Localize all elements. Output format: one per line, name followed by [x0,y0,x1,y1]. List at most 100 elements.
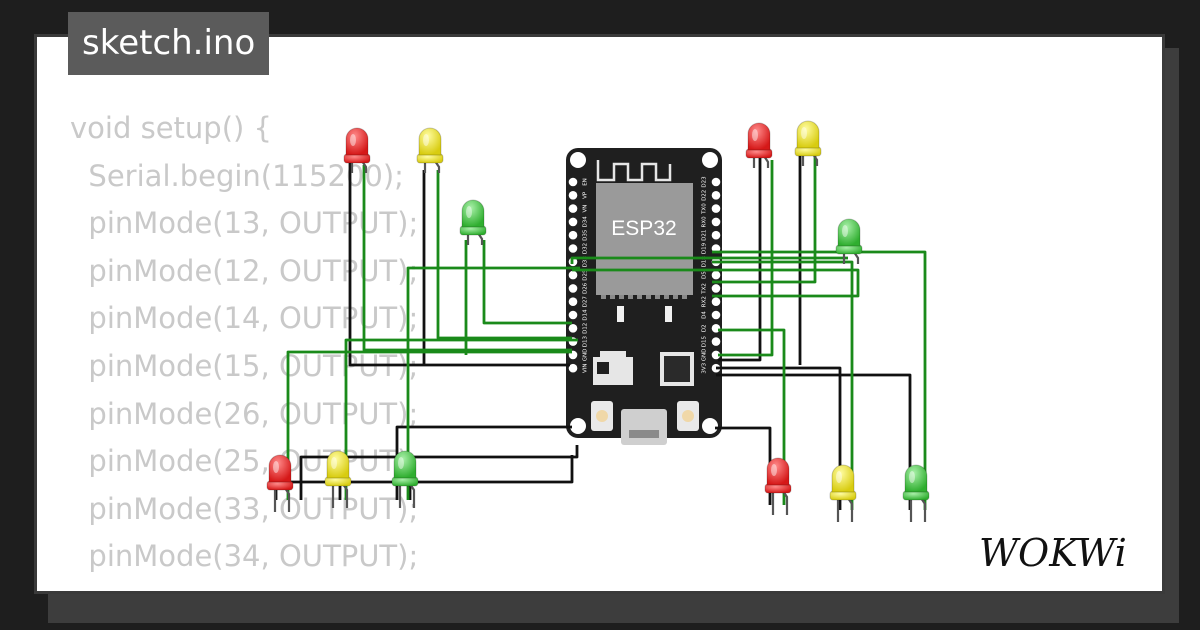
code-line: pinMode(26, OUTPUT); [70,396,419,431]
led-green-top-left[interactable] [459,199,487,245]
header-pin[interactable] [568,284,578,293]
wire-signal [362,165,572,352]
wire-signal [712,155,817,284]
header-pin[interactable] [568,324,578,333]
svg-text:WOKWi: WOKWi [979,531,1127,575]
header-pin[interactable] [568,244,578,253]
board-label: ESP32 [611,217,676,240]
led-yellow-top-left[interactable] [416,127,444,173]
pin-label: D13 [583,335,589,347]
left-pin-header: ENVPVND34D35D32D33D25D26D27D14D12D13GNDV… [568,177,589,373]
pin-label: D19 [702,242,708,254]
header-pin[interactable] [568,297,578,307]
wire-signal [344,338,578,500]
pin-label: D34 [583,216,589,228]
pin-label: D22 [702,190,708,201]
header-pin[interactable] [711,284,721,293]
header-pin[interactable] [568,191,578,200]
pin-label: TX2 [702,283,708,295]
header-pin[interactable] [711,217,721,227]
code-line: pinMode(33, OUTPUT); [70,491,419,526]
pin-label: D35 [583,229,589,241]
pin-label: D26 [583,282,589,294]
module-shield [596,183,693,295]
wire-gnd [718,155,762,362]
header-pin[interactable] [711,230,721,240]
led-red-top-left[interactable] [343,127,371,173]
pin-label: D23 [702,176,708,188]
header-pin[interactable] [568,177,578,187]
header-pin[interactable] [711,204,721,213]
wire-signal [718,328,786,505]
wire-gnd [716,366,842,510]
led-yellow-top-right[interactable] [794,120,822,166]
boot-button[interactable] [591,401,613,431]
header-pin[interactable] [711,191,721,200]
code-line: pinMode(13, OUTPUT); [70,206,419,241]
led-group [266,120,930,522]
antenna-trace [596,160,672,182]
file-tab[interactable]: sketch.ino [68,12,270,75]
code-line: pinMode(12, OUTPUT); [70,253,419,288]
code-line: pinMode(14, OUTPUT); [70,301,419,336]
pin-label: RX0 [702,216,708,228]
wire-gnd [274,455,574,500]
wire-gnd [395,425,572,500]
header-pin[interactable] [568,363,578,373]
header-pin[interactable] [568,310,578,320]
usb-port [621,409,667,445]
wire-signal [712,260,854,510]
wire-gnd [348,158,570,367]
header-pin[interactable] [568,204,578,213]
pin-label: GND [702,349,708,362]
pin-label: D15 [702,335,708,347]
pin-label: D18 [702,256,708,268]
pin-label: D27 [583,296,589,308]
wire-gnd [716,373,912,510]
wire-signal [406,266,580,500]
header-pin[interactable] [711,270,721,280]
pin-label: D25 [583,269,589,281]
voltage-regulator [593,351,633,385]
wire-signal [572,268,860,298]
pin-label: D12 [583,323,589,334]
pin-label: RX2 [702,296,708,307]
led-red-bottom-left[interactable] [266,454,294,512]
pin-label: VIN [583,363,589,373]
header-pin[interactable] [711,337,721,346]
pin-label: D33 [583,256,589,268]
pin-label: D21 [702,230,708,241]
header-pin[interactable] [711,177,721,187]
header-pin[interactable] [711,310,721,320]
pin-label: EN [583,178,589,186]
wire-signal [570,256,848,264]
led-red-top-right[interactable] [745,122,773,168]
header-pin[interactable] [711,297,721,307]
wire-signal [286,350,572,500]
code-line: pinMode(15, OUTPUT); [70,348,419,383]
led-yellow-bottom-left[interactable] [324,450,352,508]
reset-button[interactable] [677,401,699,431]
pin-label: 3V3 [702,362,708,373]
code-line: pinMode(35, OUTPUT); [70,581,418,591]
header-pin[interactable] [568,270,578,280]
pin-label: GND [583,349,589,362]
pin-label: D5 [702,271,708,279]
pin-label: D2 [702,324,708,332]
led-yellow-bottom-right[interactable] [829,464,857,522]
header-pin[interactable] [568,217,578,227]
pin-label: VN [583,205,589,213]
header-pin[interactable] [568,230,578,240]
header-pin[interactable] [711,350,721,360]
led-green-bottom-left[interactable] [391,450,419,508]
wire-gnd [299,445,579,500]
led-green-top-right[interactable] [835,218,863,264]
wire-signal [436,170,572,340]
wire-signal [482,240,572,325]
led-green-bottom-right[interactable] [902,464,930,522]
led-red-bottom-right[interactable] [764,457,792,515]
pin-label: D14 [583,309,589,321]
wire-gnd [715,426,772,505]
